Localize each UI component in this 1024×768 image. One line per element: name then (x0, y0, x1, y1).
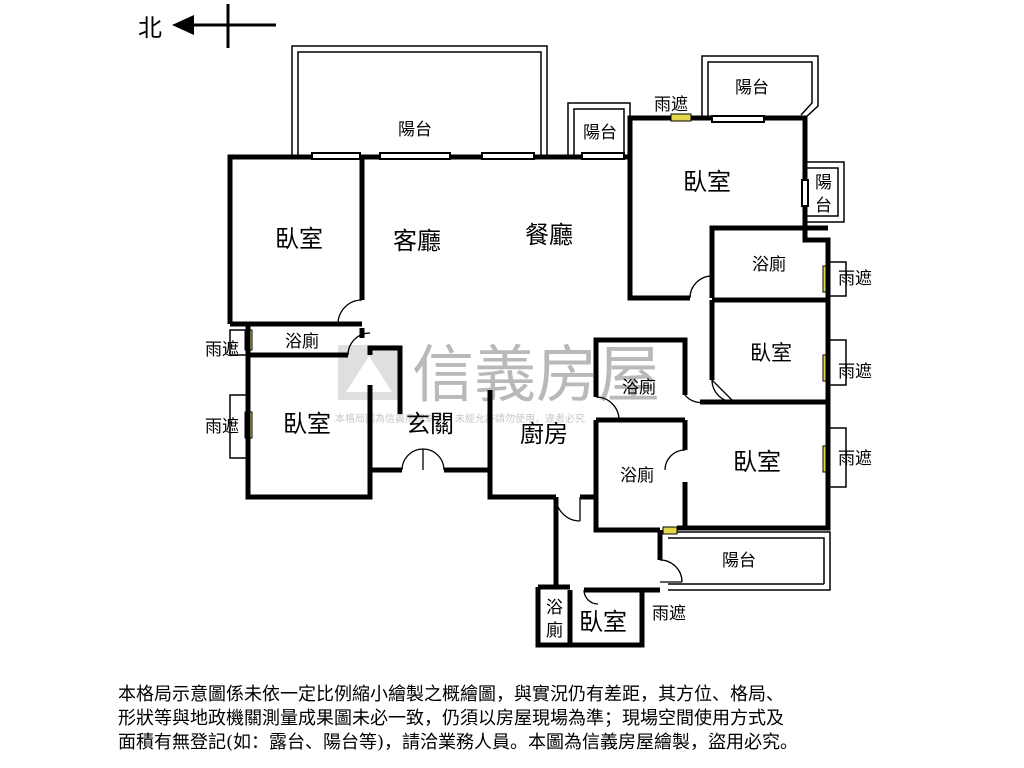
awning-label-left2: 雨遮 (205, 417, 239, 437)
compass-arrow-head-icon (172, 15, 194, 35)
watermark-note: 本格局圖為信義房屋繪製，未經允許請勿使用，違者必究 (335, 412, 585, 425)
disclaimer-line-1: 本格局示意圖係未依一定比例縮小繪製之概繪圖，與實況仍有差距，其方位、格局、 (118, 684, 784, 705)
balcony-label-right-bottom: 台 (815, 196, 832, 216)
door-swings (337, 275, 735, 605)
room-bath-w: 浴廁 (285, 331, 319, 352)
balcony-label-bottom: 陽台 (722, 551, 756, 571)
brand-logo-icon (338, 345, 400, 400)
room-living: 客廳 (393, 227, 441, 255)
watermark-brand: 信義房屋 (412, 338, 660, 411)
disclaimer: 本格局示意圖係未依一定比例縮小繪製之概繪圖，與實況仍有差距，其方位、格局、 形狀… (118, 683, 918, 755)
room-bath-c2: 浴廁 (620, 465, 654, 486)
room-kitchen: 廚房 (520, 420, 568, 448)
balcony-outlines (229, 45, 847, 591)
room-bath-s-bottom: 廁 (546, 620, 563, 641)
room-bedroom-e1: 臥室 (750, 341, 792, 365)
awning-label-top: 雨遮 (654, 95, 688, 115)
room-bath-s-top: 浴 (546, 598, 563, 618)
room-bath-c1: 浴廁 (622, 377, 656, 398)
room-foyer: 玄關 (406, 410, 454, 438)
balcony-label-top-left: 陽台 (398, 120, 432, 140)
awning-label-bottom: 雨遮 (652, 604, 686, 624)
awning-label-right3: 雨遮 (838, 449, 872, 469)
north-arrow: 北 (138, 4, 276, 48)
north-label: 北 (138, 14, 162, 42)
awning-label-right2: 雨遮 (838, 362, 872, 382)
room-bath-ne: 浴廁 (752, 254, 786, 275)
balcony-label-right-top: 陽 (815, 173, 832, 193)
disclaimer-line-2: 形狀等與地政機關測量成果圖未必一致，仍須以房屋現場為準；現場空間使用方式及 (118, 708, 784, 729)
windows (311, 115, 809, 207)
room-dining: 餐廳 (525, 221, 573, 249)
awning-label-left1: 雨遮 (205, 340, 239, 360)
room-bedroom-e2: 臥室 (733, 448, 781, 476)
room-bedroom-nw: 臥室 (275, 225, 323, 253)
balcony-label-top-right: 陽台 (735, 78, 769, 98)
awning-label-right1: 雨遮 (838, 269, 872, 289)
disclaimer-line-3: 面積有無登記(如：露台、陽台等)，請洽業務人員。本圖為信義房屋繪製，盜用必究。 (118, 732, 799, 753)
room-bedroom-s: 臥室 (579, 608, 627, 636)
balcony-label-top-mid: 陽台 (583, 123, 617, 143)
room-bedroom-ne: 臥室 (683, 168, 731, 196)
floor-plan: 信義房屋 本格局圖為信義房屋繪製，未經允許請勿使用，違者必究 北 (138, 4, 872, 648)
watermark: 信義房屋 本格局圖為信義房屋繪製，未經允許請勿使用，違者必究 (335, 338, 660, 425)
room-bedroom-w: 臥室 (283, 410, 331, 438)
